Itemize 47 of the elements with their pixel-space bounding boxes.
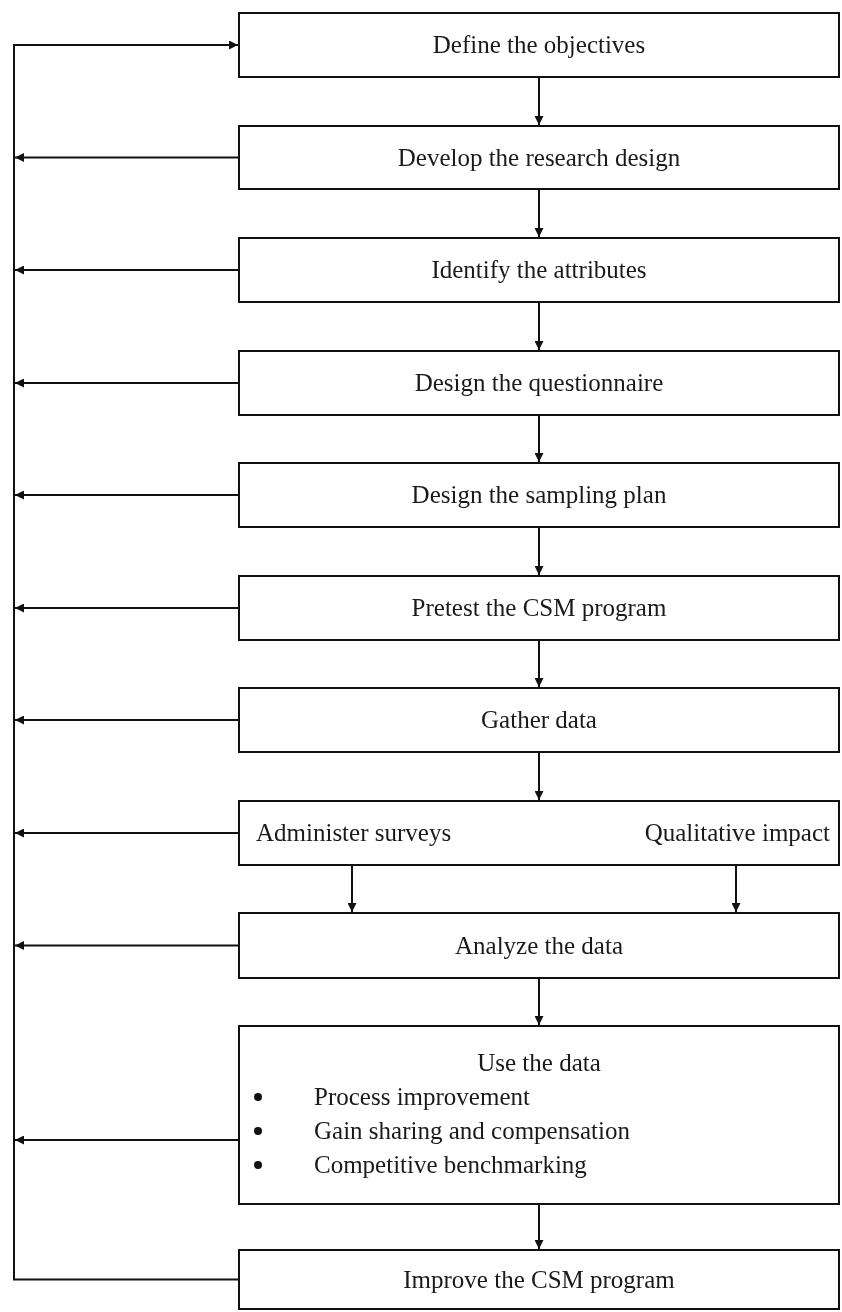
- arrow: [534, 640, 544, 688]
- arrow: [14, 265, 239, 275]
- step-label: Administer surveys: [256, 818, 452, 848]
- bullet-text: Gain sharing and compensation: [314, 1116, 630, 1146]
- arrow: [534, 527, 544, 576]
- process-box: [238, 237, 840, 303]
- process-box: [238, 125, 840, 190]
- step-label: Improve the CSM program: [403, 1264, 675, 1295]
- step-label: Design the questionnaire: [414, 368, 664, 398]
- process-box: [238, 462, 840, 528]
- process-box: [238, 350, 840, 416]
- bullet-text: Competitive benchmarking: [314, 1150, 587, 1180]
- bullet-text: Process improvement: [314, 1082, 530, 1112]
- arrow: [347, 865, 357, 913]
- arrow: [14, 1135, 239, 1145]
- process-box: [238, 800, 840, 866]
- step-heading: Use the data: [477, 1048, 601, 1078]
- arrow: [14, 715, 239, 725]
- step-label: Develop the research design: [397, 142, 681, 173]
- arrow: [14, 378, 239, 388]
- arrow: [14, 153, 239, 162]
- arrow: [534, 415, 544, 463]
- process-box: [238, 1249, 840, 1310]
- arrow: [14, 941, 239, 950]
- arrow: [534, 978, 544, 1026]
- arrow: [731, 865, 741, 913]
- arrow: [14, 828, 239, 838]
- step-label: Design the sampling plan: [411, 480, 667, 510]
- step-label: Pretest the CSM program: [411, 593, 667, 623]
- step-label: Gather data: [481, 705, 597, 735]
- process-box: [238, 687, 840, 753]
- step-label: Define the objectives: [432, 30, 646, 60]
- process-box: [238, 1025, 840, 1205]
- process-box: [238, 575, 840, 641]
- step-label: Analyze the data: [455, 930, 623, 961]
- arrow: [534, 77, 544, 126]
- process-box: [238, 12, 840, 78]
- feedback-arrow: [13, 40, 239, 1281]
- arrow: [534, 1204, 544, 1250]
- step-label: Qualitative impact: [644, 818, 830, 848]
- arrow: [534, 189, 544, 238]
- process-box: [238, 912, 840, 979]
- arrow: [14, 603, 239, 613]
- arrow: [534, 302, 544, 351]
- arrow: [534, 752, 544, 801]
- step-label: Identify the attributes: [431, 255, 647, 285]
- arrow: [14, 490, 239, 500]
